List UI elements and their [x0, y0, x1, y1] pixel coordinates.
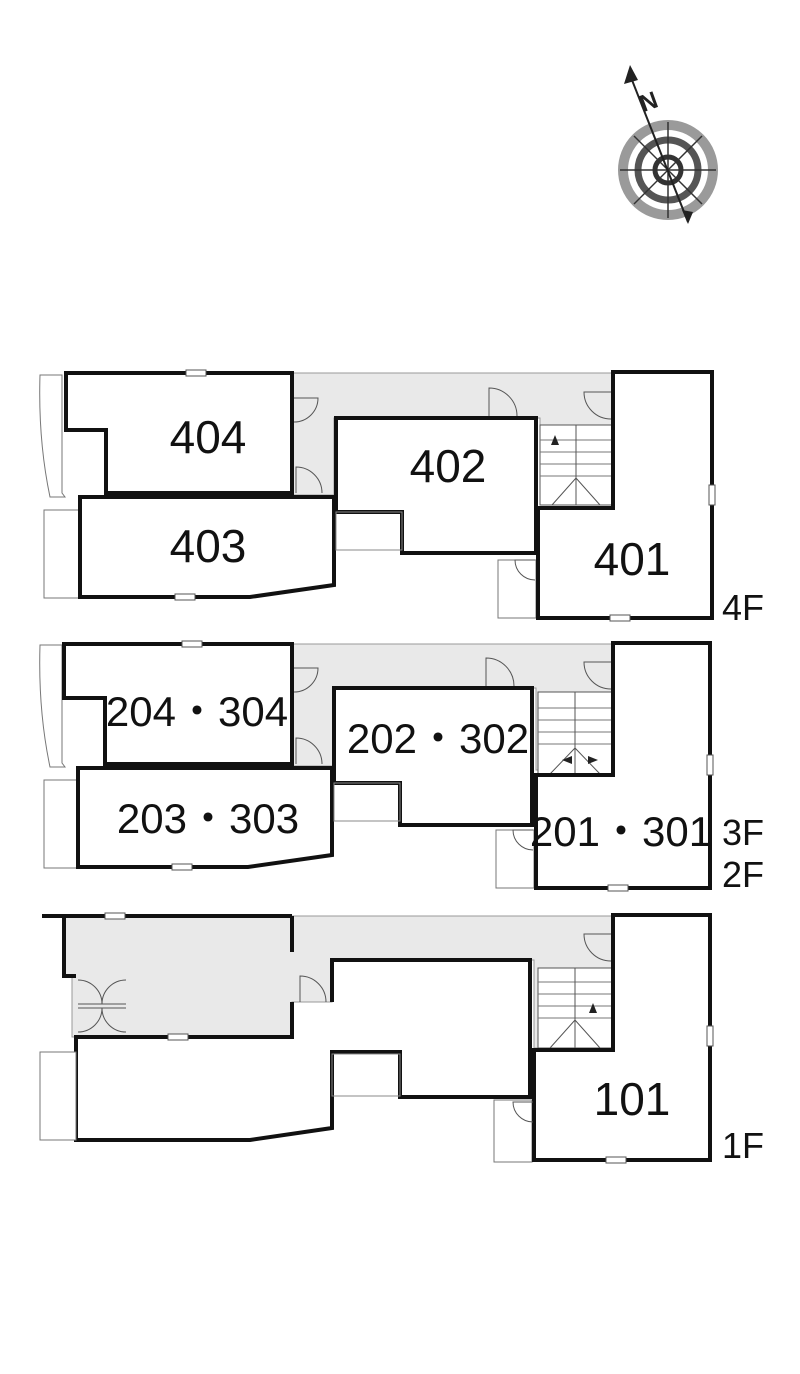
floor-1f: 101 1F [39, 912, 764, 1166]
unit-403 [78, 495, 336, 599]
unit-label-202-302: 202・302 [347, 715, 529, 762]
unit-204-304 [62, 642, 294, 766]
floor-label-1f: 1F [722, 1125, 764, 1166]
floor-2f-3f: 204・304 203・303 202・302 201・301 3F 2F [39, 640, 764, 895]
floor-label-4f: 4F [722, 587, 764, 628]
unit-label-402: 402 [410, 440, 487, 492]
unit-404 [64, 371, 294, 495]
unit-203-303 [76, 766, 334, 869]
staircase [539, 424, 613, 506]
unit-label-204-304: 204・304 [106, 688, 288, 735]
compass-rose-icon [618, 65, 718, 224]
floor-label-3f: 3F [722, 812, 764, 853]
floor-label-2f: 2F [722, 854, 764, 895]
unit-label-404: 404 [170, 411, 247, 463]
staircase [537, 691, 613, 775]
unit-label-201-301: 201・301 [530, 808, 712, 855]
unit-label-401: 401 [594, 533, 671, 585]
north-label: N [636, 87, 662, 118]
entrance-double-door [77, 979, 127, 1033]
unit-201-301 [534, 641, 712, 890]
unit-101 [532, 913, 712, 1162]
unit-401 [536, 370, 714, 620]
unit-label-203-303: 203・303 [117, 795, 299, 842]
unit-label-101: 101 [594, 1073, 671, 1125]
floor-4f: 404 403 402 401 4F [39, 369, 764, 628]
staircase [537, 967, 613, 1049]
unit-label-403: 403 [170, 520, 247, 572]
